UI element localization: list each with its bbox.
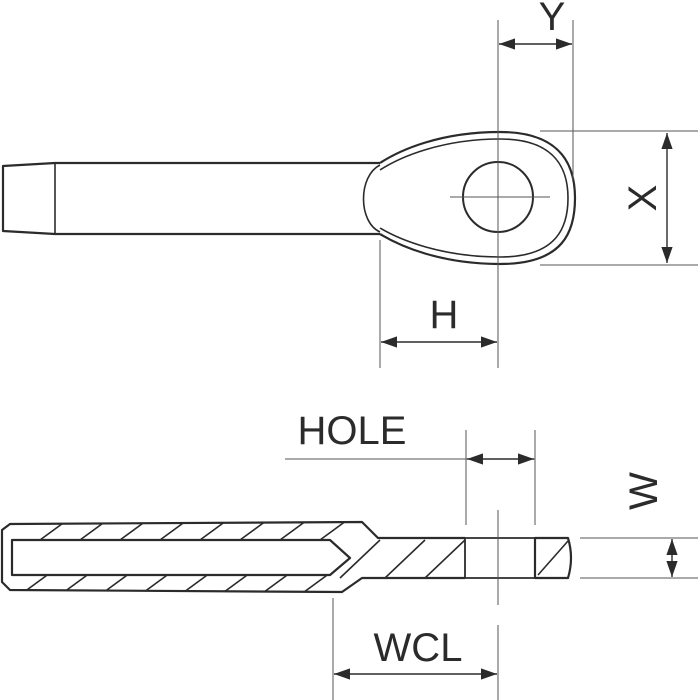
side-view-dimension-arrows — [334, 453, 678, 680]
label-hole: HOLE — [298, 409, 407, 453]
side-view-reference-lines — [285, 430, 698, 700]
eye-tip — [533, 536, 573, 580]
label-w: W — [622, 472, 666, 510]
label-x: X — [621, 185, 665, 212]
eye-outer — [379, 130, 577, 266]
label-wcl: WCL — [374, 626, 463, 670]
top-view-dimension-arrows — [381, 38, 673, 348]
shank-outline — [1, 161, 380, 236]
side-view — [0, 520, 573, 594]
eye-inner-contour — [379, 138, 569, 258]
neck-curve — [362, 164, 381, 233]
eye-tip-hatch — [537, 540, 569, 576]
label-y: Y — [539, 0, 566, 39]
label-h: H — [430, 293, 459, 337]
top-view-reference-lines — [379, 20, 698, 368]
tube-bore — [10, 538, 352, 577]
tube-outline — [0, 520, 465, 594]
top-view — [1, 130, 577, 266]
